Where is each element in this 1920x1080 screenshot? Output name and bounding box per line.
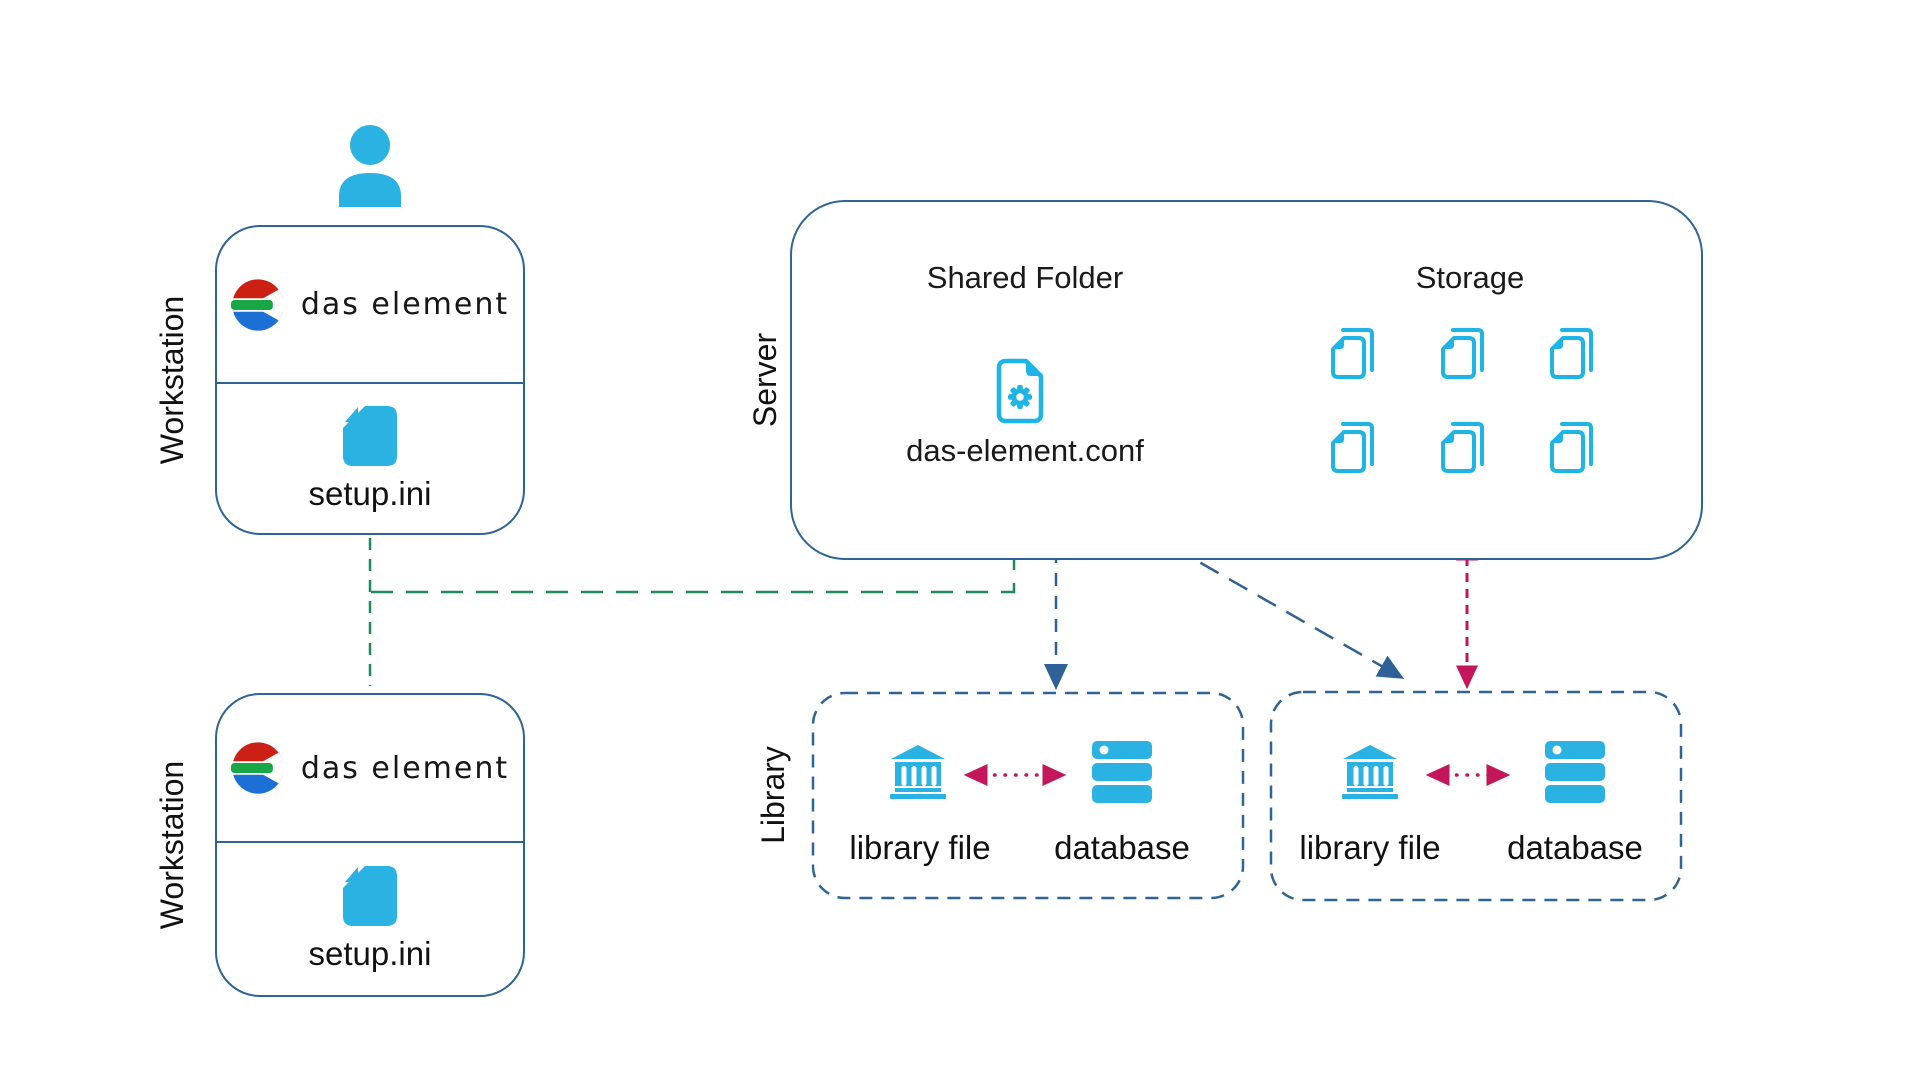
workstation2-app-section: das element [217, 695, 523, 843]
config-file-icon [993, 357, 1047, 425]
library-left-dashed-border [811, 691, 1245, 900]
setup-file-label: setup.ini [308, 474, 432, 512]
file-copy-icon [1330, 421, 1376, 473]
person-icon [332, 123, 408, 207]
file-copy-icon [1440, 421, 1486, 473]
file-copy-icon [1440, 327, 1486, 379]
database-icon [1092, 741, 1152, 803]
config-file-label: das-element.conf [906, 433, 1144, 468]
storage-title: Storage [1415, 260, 1525, 295]
database-label: database [1507, 829, 1643, 866]
workstation1-file-section: setup.ini [217, 384, 523, 533]
workstation1-app-section: das element [217, 227, 523, 384]
bank-icon [888, 744, 948, 802]
database-label: database [1054, 829, 1190, 866]
workstation2-label: Workstation [153, 760, 190, 930]
setup-file-icon [342, 865, 398, 927]
shared-folder-title: Shared Folder [926, 260, 1124, 295]
file-copy-icon [1549, 327, 1595, 379]
workstation2-file-section: setup.ini [217, 843, 523, 995]
library-file-label: library file [1299, 829, 1441, 866]
logo-text: das element [300, 287, 510, 322]
file-copy-icon [1549, 421, 1595, 473]
database-icon [1545, 741, 1605, 803]
library-right-dashed-border [1269, 690, 1683, 902]
library-file-label: library file [849, 829, 991, 866]
server-label: Server [746, 332, 783, 428]
workstation1-box: das element setup.ini [215, 225, 525, 535]
workstation1-label: Workstation [153, 295, 190, 465]
das-element-logo-icon [231, 278, 285, 332]
workstation2-box: das element setup.ini [215, 693, 525, 997]
file-copy-icon [1330, 327, 1376, 379]
logo-text: das element [300, 750, 510, 786]
library-label: Library [754, 746, 791, 844]
das-element-logo-icon [231, 741, 285, 795]
setup-file-icon [342, 405, 398, 467]
server-box [790, 200, 1703, 560]
bank-icon [1340, 744, 1400, 802]
setup-file-label: setup.ini [308, 935, 432, 972]
